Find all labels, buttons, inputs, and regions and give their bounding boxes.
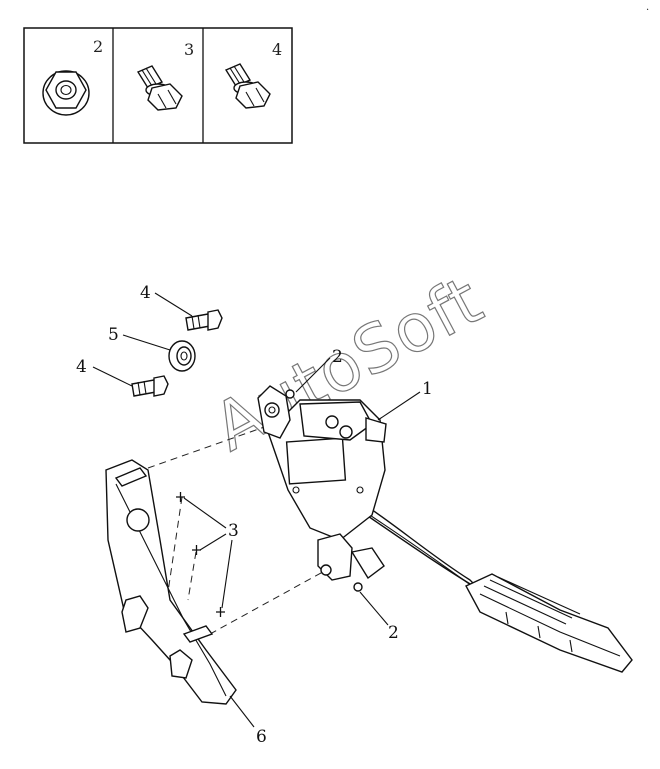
legend-number-4: 4	[272, 40, 282, 59]
bolt-icon	[224, 63, 271, 109]
callout-5: 5	[108, 325, 119, 345]
flange-nut-icon	[353, 582, 363, 592]
mounting-bracket	[105, 459, 237, 705]
flange-nut-icon	[42, 70, 90, 116]
callout-6: 6	[256, 727, 267, 747]
flange-nut-icon	[285, 389, 295, 399]
callout-4-top: 4	[140, 283, 151, 303]
bolt-icon	[185, 309, 223, 331]
legend-number-2: 2	[93, 37, 103, 56]
callout-3: 3	[228, 521, 239, 541]
callout-2-top: 2	[332, 347, 343, 367]
accelerator-pedal-assembly	[257, 385, 633, 673]
bolt-icon	[131, 375, 169, 397]
bolt-icon	[136, 65, 183, 111]
callout-2-bottom: 2	[388, 623, 399, 643]
grommet-icon	[168, 340, 196, 372]
parts-legend: 2 3 4	[23, 27, 293, 144]
assembly-lines	[147, 424, 331, 635]
pedal-pad	[465, 573, 633, 673]
fastener-cross-marks	[176, 492, 225, 617]
legend-number-3: 3	[184, 40, 194, 59]
corner-mark: .	[646, 2, 649, 13]
leader-lines	[92, 292, 421, 728]
callout-4-left: 4	[76, 357, 87, 377]
callout-1: 1	[422, 379, 433, 399]
